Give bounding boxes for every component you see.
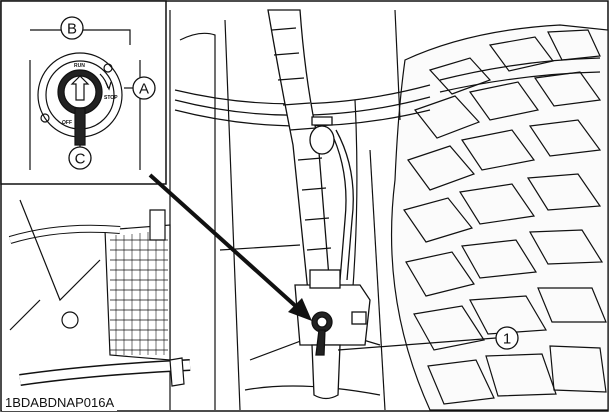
svg-text:B: B [67,21,77,38]
inset-switch-drawing [29,29,141,170]
pointer-arrow [148,173,312,321]
tire-tread [390,24,609,411]
fuel-cock [294,269,371,400]
switch-label-run: RUN [74,63,85,69]
callout-1: 1 [337,326,519,351]
svg-text:C: C [75,151,86,168]
fuel-hose [267,9,354,293]
svg-text:A: A [139,81,149,98]
switch-label-off: OFF [62,120,72,126]
callout-a: A [124,76,156,100]
callout-c: C [68,145,92,170]
figure-code: 1BDABDNAP016A [2,395,118,411]
switch-label-stop: STOP [104,95,118,101]
radiator [8,199,191,387]
callout-b: B [60,16,84,40]
svg-text:1: 1 [503,331,511,348]
